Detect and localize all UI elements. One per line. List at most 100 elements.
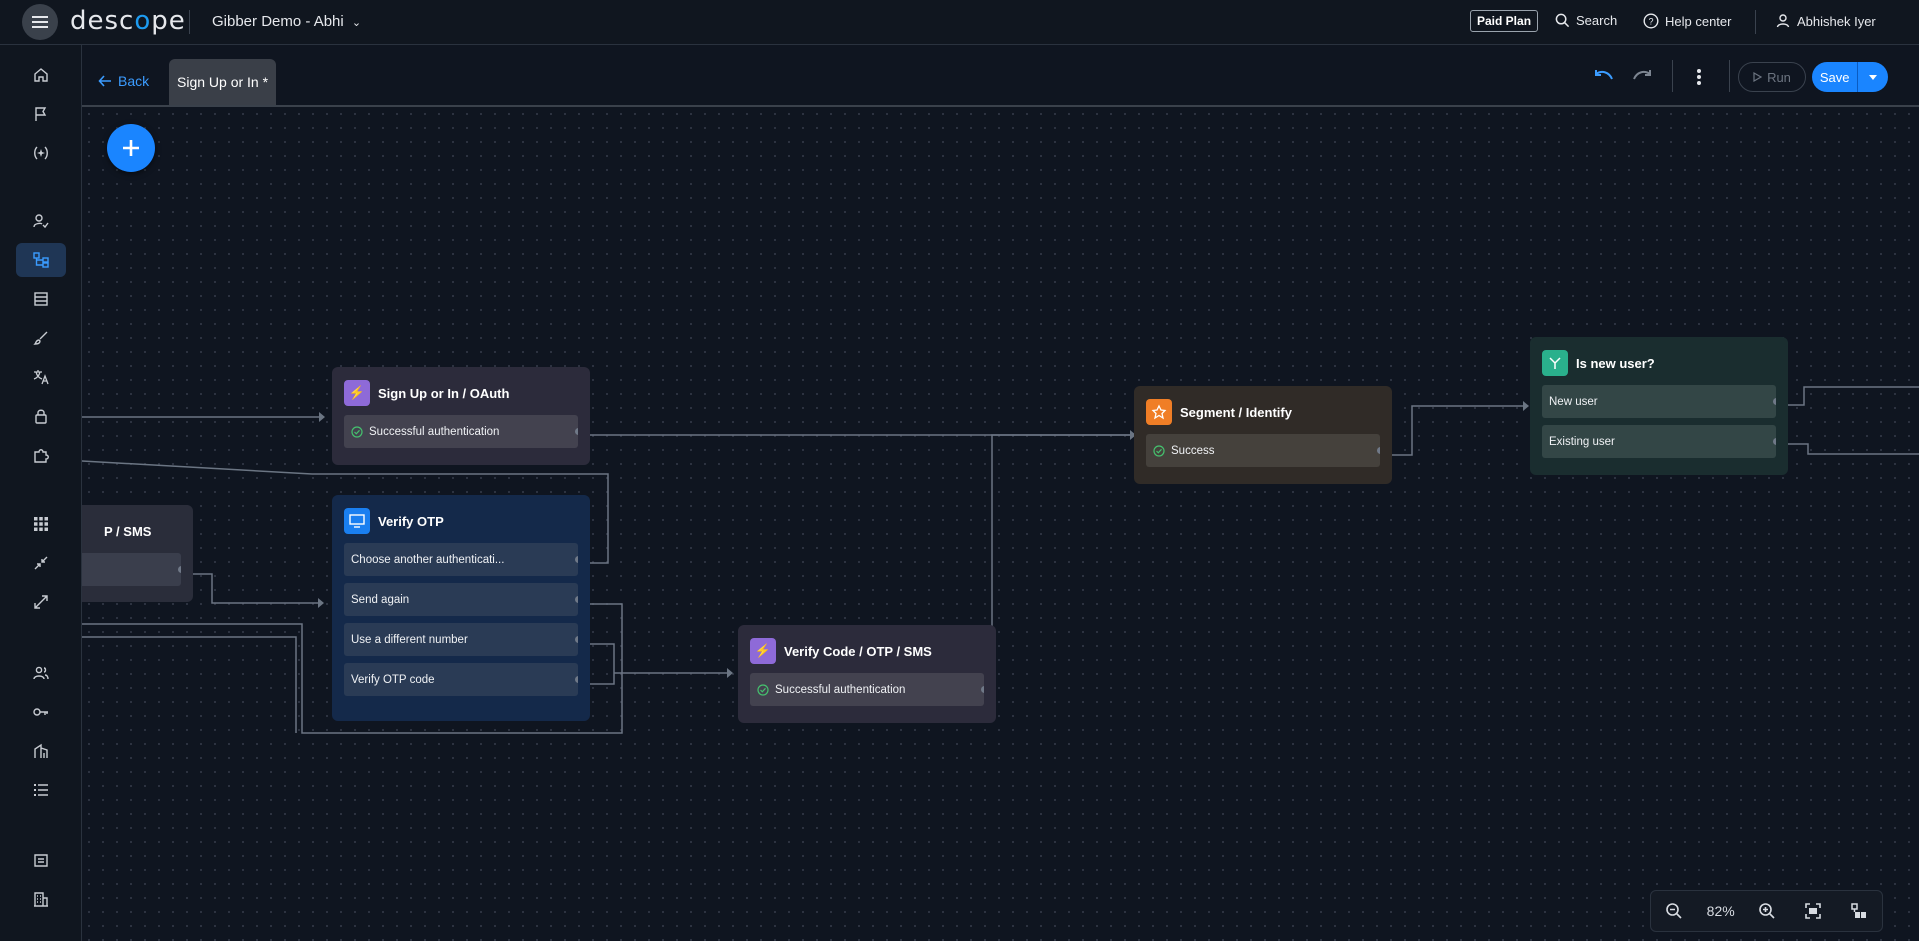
users-icon — [33, 666, 49, 680]
sidebar-item-tenants[interactable] — [16, 734, 66, 768]
node-title: Segment / Identify — [1180, 404, 1292, 420]
back-button[interactable]: Back — [98, 73, 149, 89]
flow-node-segment-identify[interactable]: Segment / Identify Success — [1134, 386, 1392, 484]
node-output[interactable]: Send again — [344, 583, 578, 616]
sidebar-item-company[interactable] — [16, 882, 66, 916]
help-center-button[interactable]: ? Help center — [1643, 13, 1731, 29]
more-options-button[interactable] — [1684, 62, 1714, 92]
node-output[interactable]: Successful authentication — [344, 415, 578, 448]
output-port[interactable] — [575, 636, 578, 643]
condition-icon — [1542, 350, 1568, 376]
sidebar-item-security[interactable] — [16, 399, 66, 433]
tab-sign-up-or-in[interactable]: Sign Up or In * — [169, 59, 277, 105]
node-output[interactable]: Success — [1146, 434, 1380, 467]
node-output[interactable]: Existing user — [1542, 425, 1776, 458]
auto-layout-button[interactable] — [1836, 891, 1882, 931]
add-node-button[interactable] — [107, 124, 155, 172]
flow-editor-header: Back Sign Up or In * Run Save — [82, 45, 1919, 107]
zoom-in-icon — [1759, 903, 1776, 919]
node-output[interactable]: Verify OTP code — [344, 663, 578, 696]
brush-icon — [33, 331, 48, 345]
zoom-level[interactable]: 82% — [1706, 903, 1735, 919]
output-port[interactable] — [575, 428, 578, 435]
play-icon — [1753, 72, 1763, 82]
help-icon: ? — [1643, 13, 1659, 29]
node-output[interactable]: Use a different number — [344, 623, 578, 656]
flow-node-verify-otp[interactable]: Verify OTP Choose another authenticati..… — [332, 495, 590, 721]
output-label: Successful authentication — [775, 683, 906, 696]
flow-node-oauth[interactable]: ⚡ Sign Up or In / OAuth Successful authe… — [332, 367, 590, 465]
sidebar-item-access-keys[interactable] — [16, 695, 66, 729]
run-button[interactable]: Run — [1738, 62, 1806, 92]
flow-node-verify-code[interactable]: ⚡ Verify Code / OTP / SMS Successful aut… — [738, 625, 996, 723]
undo-icon — [1595, 70, 1613, 80]
sidebar-item-localization[interactable] — [16, 360, 66, 394]
output-port[interactable] — [575, 676, 578, 683]
node-output[interactable]: New user — [1542, 385, 1776, 418]
node-header: Verify OTP — [344, 507, 578, 535]
sidebar-item-flows[interactable] — [16, 243, 66, 277]
undo-button[interactable] — [1588, 62, 1618, 92]
sidebar-item-styles[interactable] — [16, 321, 66, 355]
descope-logo[interactable]: descope — [70, 6, 186, 36]
key-icon — [33, 708, 48, 716]
project-selector[interactable]: Gibber Demo - Abhi ⌄ — [212, 13, 361, 30]
node-output[interactable]: Successful authentication — [750, 673, 984, 706]
redo-button[interactable] — [1628, 62, 1658, 92]
lock-icon — [35, 409, 47, 424]
translate-icon — [33, 370, 49, 385]
sidebar-item-audit[interactable] — [16, 773, 66, 807]
sidebar-item-collapse[interactable] — [16, 546, 66, 580]
save-options-button[interactable] — [1857, 62, 1888, 92]
flow-node-otp-sms[interactable]: P / SMS — [82, 505, 193, 602]
sidebar-item-authentication[interactable] — [16, 204, 66, 238]
output-label: Existing user — [1549, 435, 1615, 448]
flow-node-is-new-user[interactable]: Is new user? New user Existing user — [1530, 337, 1788, 475]
caret-down-icon — [1869, 74, 1878, 80]
screens-icon — [34, 292, 48, 306]
node-output[interactable]: Choose another authenticati... — [344, 543, 578, 576]
divider — [189, 10, 190, 34]
output-port[interactable] — [981, 686, 984, 693]
sidebar-item-getting-started[interactable] — [16, 97, 66, 131]
node-header: Is new user? — [1542, 349, 1776, 377]
sidebar-item-applications[interactable] — [16, 507, 66, 541]
sidebar-item-expand[interactable] — [16, 585, 66, 619]
output-label: Verify OTP code — [351, 673, 435, 686]
output-port[interactable] — [1377, 447, 1380, 454]
output-port[interactable] — [575, 556, 578, 563]
node-output[interactable] — [82, 553, 181, 586]
fit-view-button[interactable] — [1790, 891, 1836, 931]
node-title: Verify OTP — [378, 513, 444, 529]
sidebar-item-home[interactable] — [16, 58, 66, 92]
chevron-down-icon: ⌄ — [351, 17, 362, 29]
output-port[interactable] — [1773, 398, 1776, 405]
divider — [1755, 10, 1756, 34]
user-menu[interactable]: Abhishek Iyer — [1775, 13, 1876, 29]
run-label: Run — [1767, 69, 1791, 85]
zoom-out-button[interactable] — [1651, 891, 1697, 931]
sidebar-item-screens[interactable] — [16, 282, 66, 316]
sidebar-item-users[interactable] — [16, 656, 66, 690]
fit-view-icon — [1805, 903, 1822, 919]
audit-icon — [34, 854, 48, 867]
output-port[interactable] — [1773, 438, 1776, 445]
output-port[interactable] — [178, 566, 181, 573]
sidebar-item-reports[interactable] — [16, 843, 66, 877]
search-button[interactable]: Search — [1555, 13, 1617, 28]
sidebar-item-widgets[interactable] — [16, 438, 66, 472]
lightning-icon: ⚡ — [750, 638, 776, 664]
node-header: ⚡ Verify Code / OTP / SMS — [750, 637, 984, 665]
plan-badge[interactable]: Paid Plan — [1470, 10, 1539, 32]
node-header: ⚡ Sign Up or In / OAuth — [344, 379, 578, 407]
hamburger-icon — [32, 16, 48, 28]
menu-button[interactable] — [22, 4, 58, 40]
output-port[interactable] — [575, 596, 578, 603]
flow-canvas[interactable]: P / SMS ⚡ Sign Up or In / OAuth Successf… — [82, 107, 1919, 941]
sidebar — [0, 45, 82, 941]
sidebar-item-connectors[interactable] — [16, 136, 66, 170]
connector-icon — [34, 146, 48, 160]
top-bar: descope Gibber Demo - Abhi ⌄ Paid Plan S… — [0, 0, 1919, 45]
save-button[interactable]: Save — [1819, 69, 1850, 85]
zoom-in-button[interactable] — [1745, 891, 1791, 931]
